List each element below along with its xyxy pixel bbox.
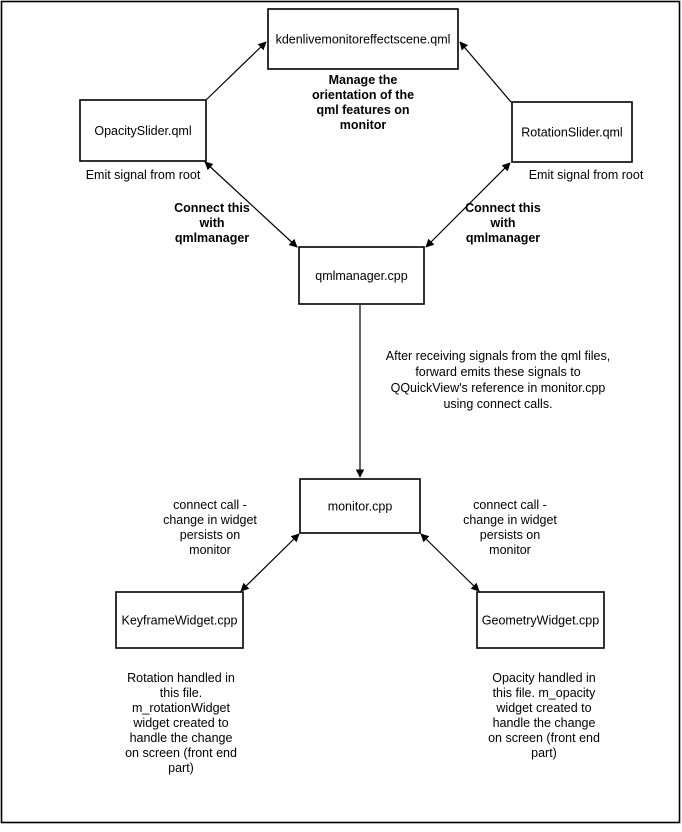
annotation-line: handle the change	[493, 716, 596, 730]
annotation-line: Emit signal from root	[529, 168, 644, 182]
node-label-keyframewidget: KeyframeWidget.cpp	[121, 613, 237, 627]
node-label-monitor: monitor.cpp	[328, 499, 393, 513]
annotation-line: this file. m_opacity	[493, 686, 597, 700]
annotation-line: using connect calls.	[443, 397, 552, 411]
node-box-rotationslider[interactable]	[511, 101, 633, 163]
annotation-line: QQuickView's reference in monitor.cpp	[391, 381, 606, 395]
node-box-qmlmanager[interactable]	[298, 246, 425, 305]
edge-opacity-to-scene	[205, 41, 267, 101]
nodes-layer: kdenlivemonitoreffectscene.qmlOpacitySli…	[79, 8, 633, 649]
node-label-qmlmanager: qmlmanager.cpp	[315, 269, 407, 283]
annotation-line: m_rotationWidget	[132, 701, 230, 715]
node-box-kdenlivemonitoreffectscene[interactable]	[267, 8, 459, 70]
node-opacityslider[interactable]: OpacitySlider.qml	[79, 99, 207, 162]
edge-opacity-qmlmanager	[204, 161, 298, 248]
annotation-line: Rotation handled in	[127, 671, 235, 685]
annotation-line: connect call -	[173, 498, 247, 512]
edges-layer	[204, 41, 512, 592]
node-keyframewidget[interactable]: KeyframeWidget.cpp	[115, 591, 244, 649]
annotation-line: with	[490, 216, 516, 230]
annotation-line: on screen (front end	[125, 746, 237, 760]
annotation-line: monitor	[489, 543, 531, 557]
annotation-line: change in widget	[463, 513, 557, 527]
node-label-opacityslider: OpacitySlider.qml	[94, 124, 191, 138]
annotation-line: Connect this	[465, 201, 541, 215]
annotation-line: on screen (front end	[488, 731, 600, 745]
annotation-line: monitor	[189, 543, 231, 557]
annotation-line: qml features on	[316, 103, 409, 117]
annotation-line: Connect this	[174, 201, 250, 215]
node-qmlmanager[interactable]: qmlmanager.cpp	[298, 246, 425, 305]
annotation-line: connect call -	[473, 498, 547, 512]
edge-monitor-keyframewidget	[240, 533, 300, 592]
annotation-opacity-emit-note: Emit signal from root	[86, 168, 201, 182]
node-geometrywidget[interactable]: GeometryWidget.cpp	[476, 591, 605, 649]
annotation-line: Opacity handled in	[492, 671, 596, 685]
node-box-keyframewidget[interactable]	[115, 591, 244, 649]
annotation-line: orientation of the	[312, 88, 414, 102]
annotation-line: with	[199, 216, 225, 230]
annotation-line: After receiving signals from the qml fil…	[386, 349, 610, 363]
annotation-line: forward emits these signals to	[415, 365, 580, 379]
node-kdenlivemonitoreffectscene[interactable]: kdenlivemonitoreffectscene.qml	[267, 8, 459, 70]
annotation-line: part)	[168, 761, 194, 775]
annotation-line: change in widget	[163, 513, 257, 527]
annotation-rotation-emit-note: Emit signal from root	[529, 168, 644, 182]
edge-monitor-geometrywidget	[420, 533, 480, 592]
node-label-kdenlivemonitoreffectscene: kdenlivemonitoreffectscene.qml	[276, 32, 451, 46]
annotation-forward-signals-note: After receiving signals from the qml fil…	[386, 349, 610, 411]
annotation-line: monitor	[340, 118, 387, 132]
node-box-geometrywidget[interactable]	[476, 591, 605, 649]
annotation-line: handle the change	[130, 731, 233, 745]
node-monitor[interactable]: monitor.cpp	[299, 478, 421, 534]
annotation-line: qmlmanager	[175, 231, 249, 245]
annotation-line: persists on	[180, 528, 240, 542]
annotation-line: widget created to	[495, 701, 591, 715]
edge-rotation-to-scene	[459, 41, 512, 103]
node-rotationslider[interactable]: RotationSlider.qml	[511, 101, 633, 163]
node-label-geometrywidget: GeometryWidget.cpp	[482, 613, 599, 627]
annotation-line: qmlmanager	[466, 231, 540, 245]
annotation-line: part)	[531, 746, 557, 760]
annotation-line: Manage the	[329, 73, 398, 87]
node-box-opacityslider[interactable]	[79, 99, 207, 162]
annotation-line: Emit signal from root	[86, 168, 201, 182]
annotation-line: this file.	[160, 686, 202, 700]
annotation-line: widget created to	[132, 716, 228, 730]
node-box-monitor[interactable]	[299, 478, 421, 534]
annotation-line: persists on	[480, 528, 540, 542]
node-label-rotationslider: RotationSlider.qml	[521, 125, 622, 139]
edge-rotation-qmlmanager	[425, 162, 511, 248]
